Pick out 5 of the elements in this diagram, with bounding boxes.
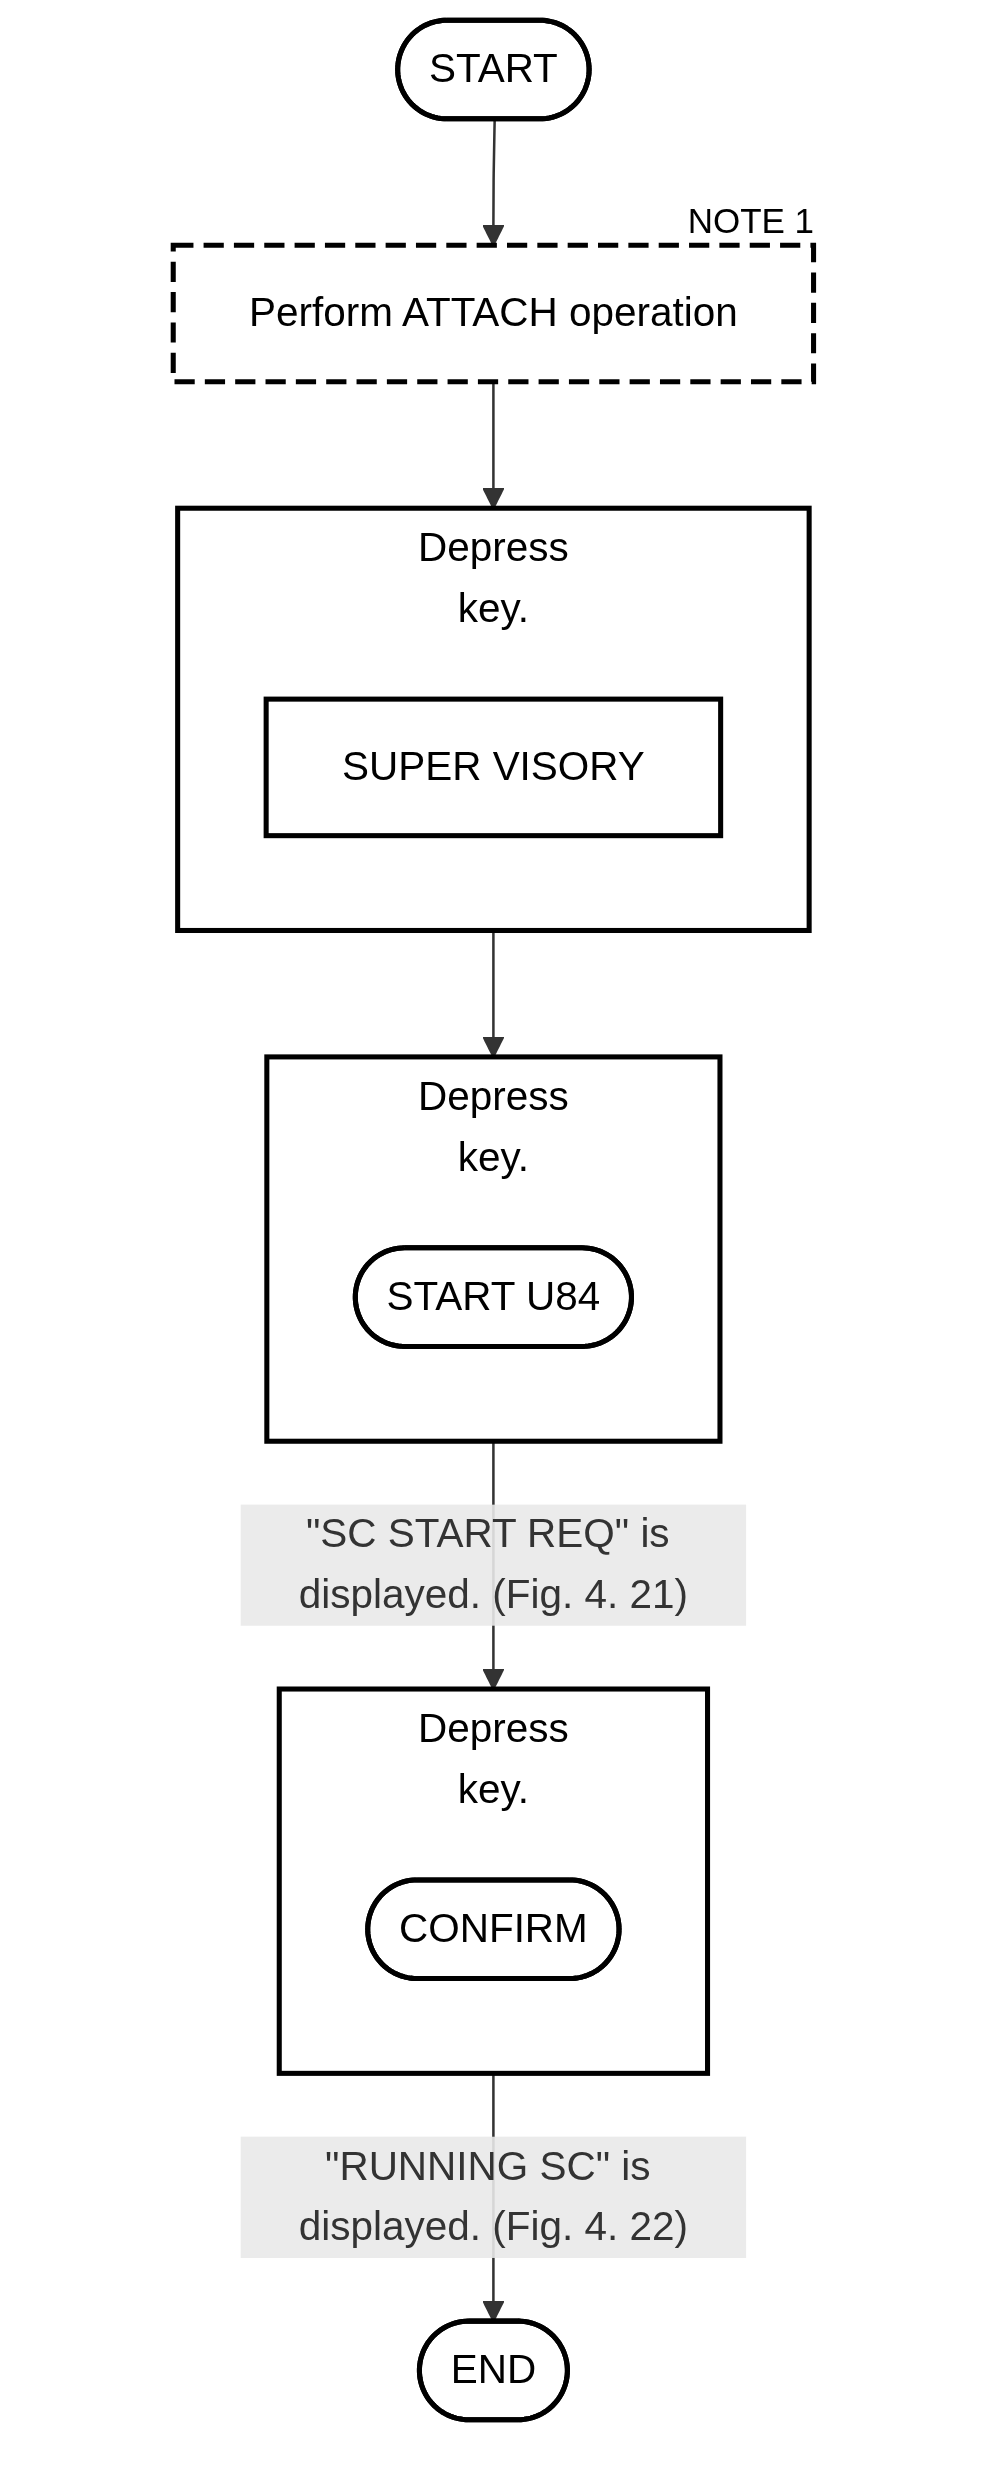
edge-label: "SC START REQ" is displayed. (Fig. 4. 21) xyxy=(298,1512,688,1616)
edge-label: "RUNNING SC" is displayed. (Fig. 4. 22) xyxy=(298,2144,688,2248)
note-label: NOTE 1 xyxy=(687,201,815,242)
node-box: Perform ATTACH operation xyxy=(170,242,817,385)
node-box: SUPER VISORY xyxy=(263,696,724,839)
